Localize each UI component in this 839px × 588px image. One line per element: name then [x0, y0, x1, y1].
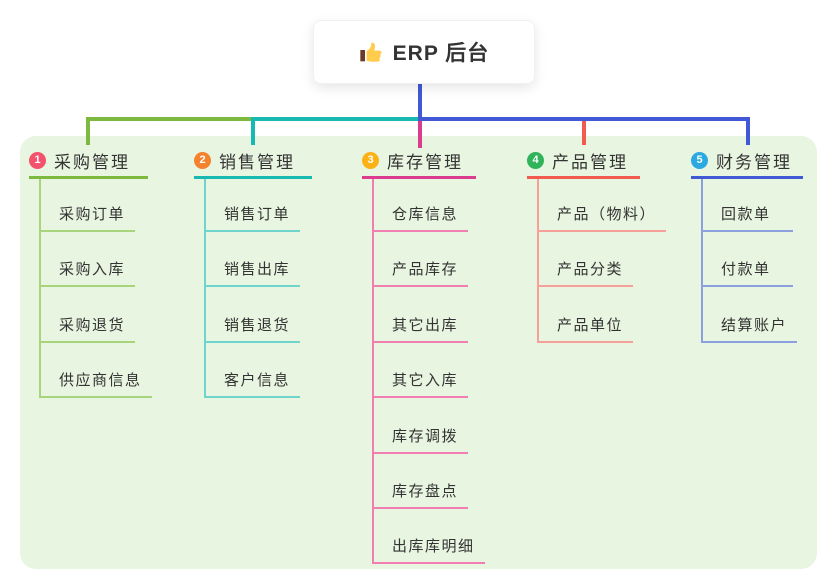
- tree-item: 客户信息: [206, 343, 301, 399]
- thumbs-up-icon: [360, 42, 382, 62]
- tree-item: 采购入库: [41, 232, 136, 288]
- root-node-label: ERP 后台: [392, 42, 490, 65]
- tree-item-label: 付款单: [721, 261, 771, 279]
- tree-item-label: 库存调拨: [392, 427, 459, 445]
- tree-item-label: 其它入库: [392, 372, 459, 390]
- branch-title: 4 产品管理: [527, 150, 640, 179]
- tree-item-label: 仓库信息: [392, 206, 459, 223]
- tree-item: 销售订单: [206, 179, 301, 232]
- branches-background-panel: [20, 136, 817, 569]
- tree-item: 销售退货: [206, 287, 301, 343]
- tree-item-label: 供应商信息: [59, 372, 142, 390]
- root-node: ERP 后台: [313, 20, 535, 84]
- tree-item: 其它入库: [374, 343, 469, 399]
- tree-item-label: 产品单位: [557, 316, 624, 334]
- branch-number-badge: 3: [362, 152, 379, 169]
- tree-item-label: 销售退货: [224, 316, 291, 334]
- branch-title: 1 采购管理: [29, 150, 148, 179]
- branch-number-badge: 1: [29, 152, 46, 169]
- tree-item: 结算账户: [703, 287, 798, 343]
- branch-title-label: 销售管理: [219, 153, 295, 172]
- branch-column: 2 销售管理 销售订单销售出库销售退货客户信息: [194, 150, 312, 399]
- branch-column: 4 产品管理 产品（物料） 产品分类产品单位: [527, 150, 667, 343]
- branch-number-badge: 4: [527, 152, 544, 169]
- branch-items: 销售订单销售出库销售退货客户信息: [204, 179, 301, 399]
- branch-title-label: 采购管理: [54, 153, 130, 172]
- branch-column: 3 库存管理 仓库信息产品库存其它出库其它入库库存调拨库存盘点出库库明细: [362, 150, 485, 565]
- tree-item-label: 客户信息: [224, 372, 291, 390]
- tree-item-label: 库存盘点: [392, 482, 459, 500]
- tree-item-label: 产品库存: [392, 261, 459, 279]
- tree-item-label: 采购退货: [59, 316, 126, 334]
- branch-title: 5 财务管理: [691, 150, 803, 179]
- branch-items: 回款单付款单结算账户: [701, 179, 798, 343]
- tree-item-label: 销售订单: [224, 206, 291, 223]
- tree-item: 库存盘点: [374, 454, 469, 509]
- tree-item: 回款单: [703, 179, 793, 232]
- tree-item: 库存调拨: [374, 398, 469, 454]
- branch-title: 3 库存管理: [362, 150, 476, 179]
- tree-item: 采购退货: [41, 287, 136, 343]
- branch-title-label: 库存管理: [387, 153, 463, 172]
- branch-column: 1 采购管理 采购订单采购入库采购退货供应商信息: [29, 150, 152, 399]
- tree-item: 产品库存: [374, 232, 469, 288]
- tree-item-label: 回款单: [721, 206, 771, 223]
- tree-item: 产品单位: [539, 287, 634, 343]
- tree-item: 付款单: [703, 232, 793, 288]
- tree-item: 产品分类: [539, 232, 634, 288]
- tree-item-label: 其它出库: [392, 316, 459, 334]
- tree-item: 销售出库: [206, 232, 301, 288]
- branch-items: 产品（物料） 产品分类产品单位: [537, 179, 667, 343]
- tree-item-label: 采购订单: [59, 206, 126, 223]
- branch-items: 采购订单采购入库采购退货供应商信息: [39, 179, 152, 399]
- tree-item: 其它出库: [374, 287, 469, 343]
- tree-item-label: 采购入库: [59, 261, 126, 279]
- tree-item: 仓库信息: [374, 179, 469, 232]
- branch-title-label: 财务管理: [716, 153, 792, 172]
- tree-item-label: 出库库明细: [392, 538, 475, 556]
- tree-item: 产品（物料）: [539, 179, 667, 232]
- branch-column: 5 财务管理 回款单付款单结算账户: [691, 150, 803, 343]
- tree-item-label: 产品（物料）: [557, 206, 657, 223]
- tree-item-label: 产品分类: [557, 261, 624, 279]
- branch-title-label: 产品管理: [552, 153, 628, 172]
- tree-item-label: 结算账户: [721, 316, 788, 334]
- branch-number-badge: 5: [691, 152, 708, 169]
- tree-item: 出库库明细: [374, 509, 485, 565]
- branch-number-badge: 2: [194, 152, 211, 169]
- branch-items: 仓库信息产品库存其它出库其它入库库存调拨库存盘点出库库明细: [372, 179, 485, 565]
- tree-item-label: 销售出库: [224, 261, 291, 279]
- tree-item: 供应商信息: [41, 343, 152, 399]
- tree-item: 采购订单: [41, 179, 136, 232]
- branch-title: 2 销售管理: [194, 150, 312, 179]
